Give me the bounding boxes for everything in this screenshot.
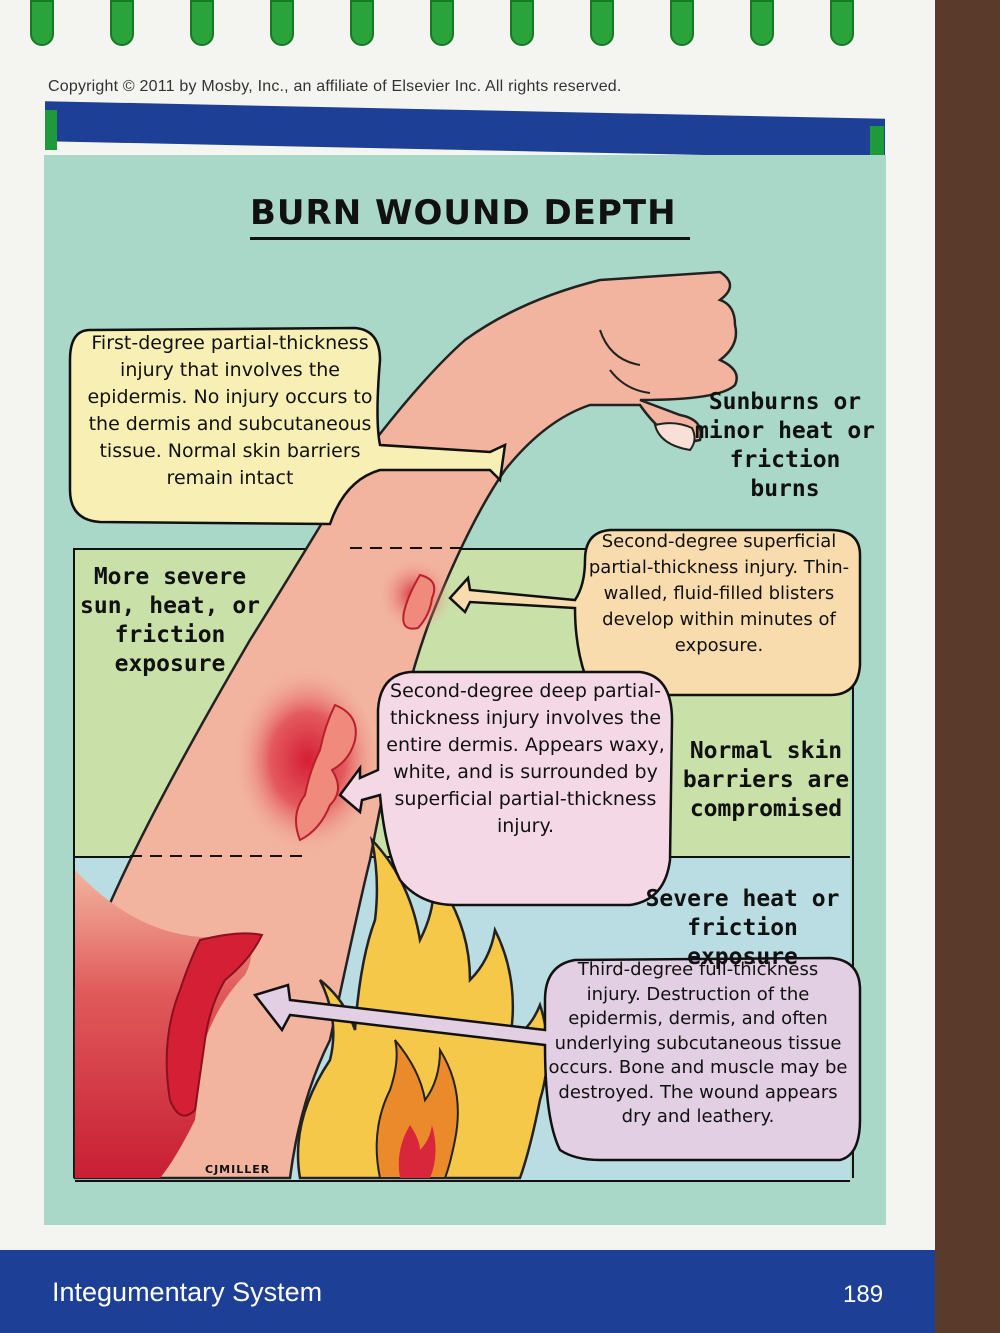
binding-ring-icon [510, 0, 534, 46]
third-degree-description: Third-degree full-thickness injury. Dest… [548, 959, 848, 1127]
binding-ring-icon [830, 0, 854, 46]
footer-bar [0, 1250, 935, 1333]
binding-ring-icon [670, 0, 694, 46]
copyright-notice: Copyright © 2011 by Mosby, Inc., an affi… [48, 78, 622, 95]
bubble-third-degree [252, 956, 862, 1162]
bubble-second-superficial [448, 528, 862, 697]
binding-ring-icon [350, 0, 374, 46]
diagram-title: BURN WOUND DEPTH [250, 193, 690, 240]
section-name: Integumentary System [52, 1277, 323, 1307]
page-number: 189 [843, 1281, 884, 1308]
label-compromised: Normal skin barriers are compromised [682, 738, 850, 822]
first-degree-description: First-degree partial-thickness injury th… [87, 332, 373, 489]
binding-ring-icon [30, 0, 54, 46]
header-bar-accent [45, 110, 57, 150]
binding-ring-icon [430, 0, 454, 46]
flipchart-page: Copyright © 2011 by Mosby, Inc., an affi… [0, 0, 935, 1333]
bubble-second-deep [338, 670, 674, 907]
binding-ring-icon [110, 0, 134, 46]
label-severe: Severe heat or friction exposure [645, 886, 840, 970]
binding-ring-icon [190, 0, 214, 46]
burn-illustration [68, 270, 862, 1180]
band-border [73, 548, 854, 1178]
flame-icon [296, 835, 549, 1180]
bubble-first-degree [68, 326, 507, 526]
header-bar-accent [870, 126, 884, 156]
binding-ring-icon [270, 0, 294, 46]
second-degree-deep-description: Second-degree deep partial-thickness inj… [386, 680, 665, 837]
artist-signature: CJMILLER [205, 1163, 271, 1176]
label-more-severe: More severe sun, heat, or friction expos… [80, 564, 261, 677]
binding-ring-icon [590, 0, 614, 46]
binding-ring-icon [750, 0, 774, 46]
label-sunburns: Sunburns or minor heat or friction burns [695, 389, 876, 502]
second-degree-superficial-description: Second-degree superficial partial-thickn… [588, 531, 850, 656]
